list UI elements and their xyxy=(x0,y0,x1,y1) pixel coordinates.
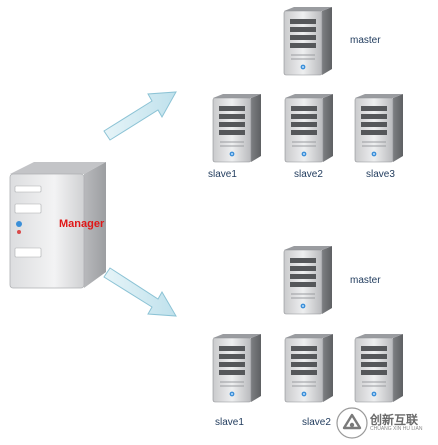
top-master-server-icon xyxy=(283,6,333,76)
watermark-text: 创新互联 xyxy=(370,413,419,427)
watermark-icon xyxy=(336,407,368,439)
top-slave3-label: slave3 xyxy=(366,169,395,180)
arrow-to-bottom-cluster xyxy=(103,267,177,317)
bottom-master-server-icon xyxy=(283,245,333,315)
top-slave2-label: slave2 xyxy=(294,169,323,180)
bottom-slave2-label: slave2 xyxy=(302,417,331,428)
manager-label: Manager xyxy=(59,218,105,230)
top-master-label: master xyxy=(350,35,381,46)
watermark-logo: 创新互联 CHUANG XIN HU LIAN xyxy=(336,404,436,442)
top-slave3-server-icon xyxy=(354,93,404,163)
top-slave1-label: slave1 xyxy=(208,169,237,180)
manager-server-icon xyxy=(9,162,106,289)
bottom-master-label: master xyxy=(350,275,381,286)
top-slave2-server-icon xyxy=(284,93,334,163)
top-slave1-server-icon xyxy=(212,93,262,163)
bottom-slave1-server-icon xyxy=(212,333,262,403)
watermark-subtext: CHUANG XIN HU LIAN xyxy=(370,426,423,432)
bottom-slave1-label: slave1 xyxy=(215,417,244,428)
arrow-to-top-cluster xyxy=(103,91,177,141)
bottom-slave3-server-icon xyxy=(354,333,404,403)
bottom-slave2-server-icon xyxy=(284,333,334,403)
